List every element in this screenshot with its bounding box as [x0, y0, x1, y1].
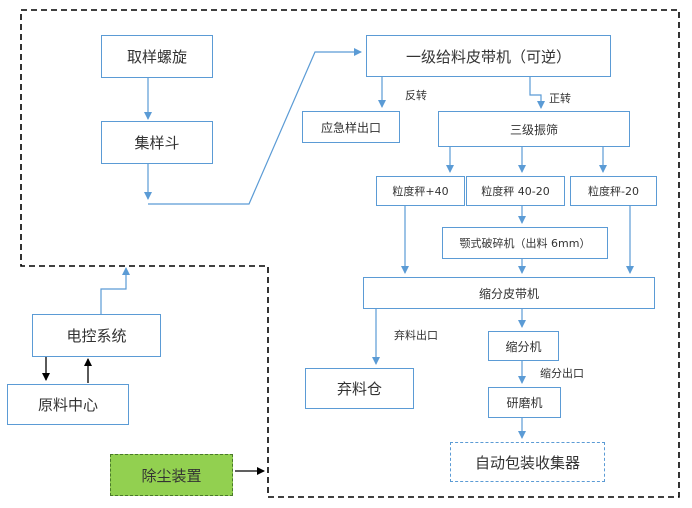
- grinder-node: 研磨机: [488, 387, 561, 418]
- collect-hopper-node: 集样斗: [101, 121, 213, 164]
- three-level-screen-node: 三级振筛: [438, 111, 630, 147]
- arrow-control-to-system: [100, 267, 130, 314]
- size-scale-minus20-node: 粒度秤-20: [570, 176, 657, 206]
- electric-control-node: 电控系统: [32, 314, 161, 357]
- arrow-forward: [529, 77, 545, 109]
- jaw-crusher-node: 颚式破碎机（出料 6mm）: [442, 227, 608, 259]
- edge-label-forward: 正转: [549, 92, 571, 105]
- dust-removal-node: 除尘装置: [110, 454, 233, 496]
- size-scale-plus40-node: 粒度秤+40: [376, 176, 465, 206]
- edge-label-reverse: 反转: [405, 89, 427, 102]
- belt-reversible-node: 一级给料皮带机（可逆）: [366, 35, 611, 77]
- emergency-outlet-node: 应急样出口: [302, 111, 400, 143]
- divide-belt-node: 缩分皮带机: [363, 277, 655, 309]
- system-boundary: [20, 9, 680, 498]
- edge-label-divide-outlet: 缩分出口: [540, 367, 584, 380]
- edge-label-reject-outlet: 弃料出口: [394, 329, 438, 342]
- material-center-node: 原料中心: [7, 384, 129, 425]
- size-scale-40-20-node: 粒度秤 40-20: [466, 176, 565, 206]
- reject-bin-node: 弃料仓: [305, 368, 414, 409]
- auto-pack-collector-node: 自动包装收集器: [450, 442, 605, 482]
- arrow-hopper-to-belt: [148, 48, 362, 205]
- screw-sampler-node: 取样螺旋: [101, 35, 213, 78]
- divider-node: 缩分机: [488, 331, 559, 361]
